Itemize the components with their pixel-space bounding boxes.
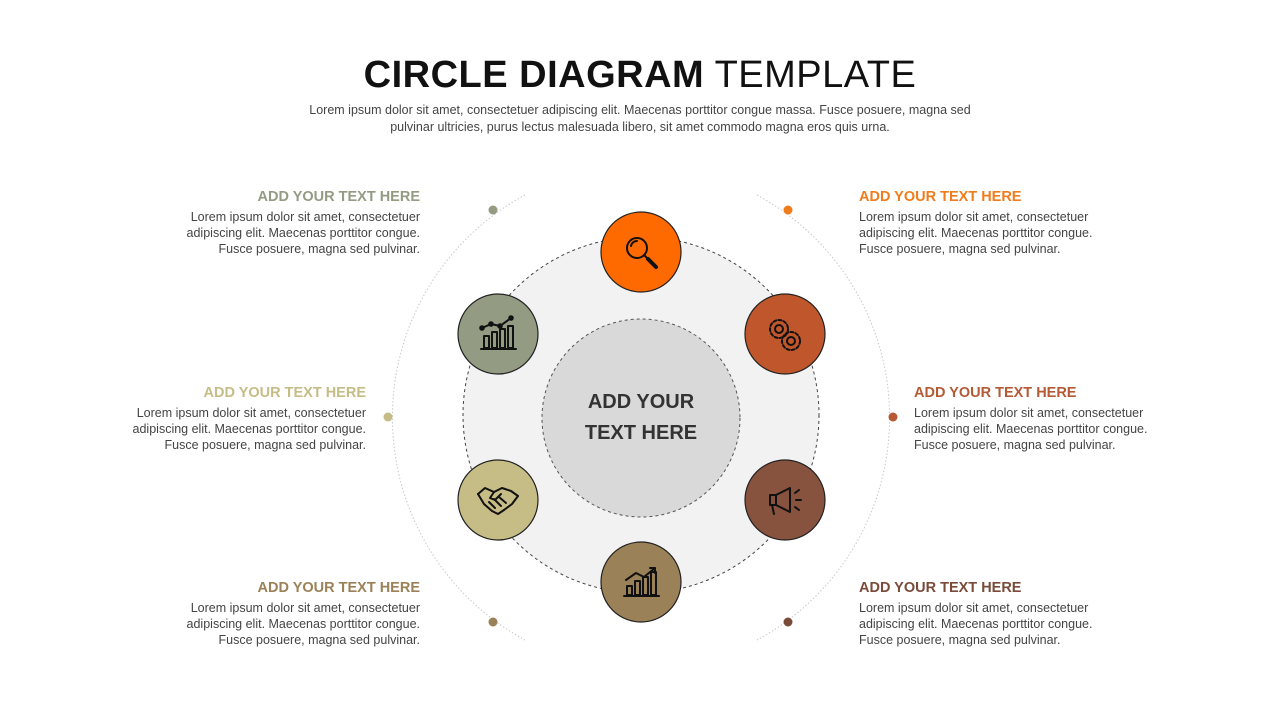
block-body-4: Lorem ipsum dolor sit amet, consectetuer… [914,405,1214,453]
center-label: ADD YOUR TEXT HERE [541,318,741,518]
block-body-3: Lorem ipsum dolor sit amet, consectetuer… [859,209,1159,257]
block-heading-4: ADD YOUR TEXT HERE [914,385,1077,401]
text-block-1: ADD YOUR TEXT HERE Lorem ipsum dolor sit… [66,385,366,453]
dot-2 [488,617,498,627]
block-line: Fusce posuere, magna sed pulvinar. [218,633,420,647]
analytics-chart-icon [479,315,517,350]
dot-1 [383,412,393,422]
block-line: Fusce posuere, magna sed pulvinar. [914,438,1116,452]
growth-chart-icon [623,567,660,597]
page-subtitle: Lorem ipsum dolor sit amet, consectetuer… [309,103,971,134]
block-line: adipiscing elit. Maecenas porttitor cong… [914,422,1148,436]
dot-0 [488,205,498,215]
block-line: Lorem ipsum dolor sit amet, consectetuer [136,406,366,420]
block-line: Fusce posuere, magna sed pulvinar. [164,438,366,452]
magnifier-icon [626,237,658,269]
block-heading-2: ADD YOUR TEXT HERE [257,580,420,596]
block-heading-0: ADD YOUR TEXT HERE [257,189,420,205]
block-body-1: Lorem ipsum dolor sit amet, consectetuer… [66,405,366,453]
megaphone-icon [769,487,802,515]
block-line: Lorem ipsum dolor sit amet, consectetuer [914,406,1144,420]
page-title: CIRCLE DIAGRAM TEMPLATE [0,54,1280,97]
block-line: Fusce posuere, magna sed pulvinar. [859,633,1061,647]
node-circle-2 [744,459,826,541]
connector-dots [383,205,898,627]
block-body-2: Lorem ipsum dolor sit amet, consectetuer… [120,600,420,648]
block-line: Lorem ipsum dolor sit amet, consectetuer [190,210,420,224]
title-light: TEMPLATE [714,54,917,96]
block-body-5: Lorem ipsum dolor sit amet, consectetuer… [859,600,1159,648]
block-line: adipiscing elit. Maecenas porttitor cong… [859,617,1093,631]
block-line: adipiscing elit. Maecenas porttitor cong… [859,226,1093,240]
dot-5 [783,617,793,627]
block-body-0: Lorem ipsum dolor sit amet, consectetuer… [120,209,420,257]
text-block-3: ADD YOUR TEXT HERE Lorem ipsum dolor sit… [859,189,1159,257]
block-line: Lorem ipsum dolor sit amet, consectetuer [859,601,1089,615]
block-line: Lorem ipsum dolor sit amet, consectetuer [190,601,420,615]
block-line: adipiscing elit. Maecenas porttitor cong… [186,226,420,240]
node-circle-0 [600,211,682,293]
block-line: adipiscing elit. Maecenas porttitor cong… [186,617,420,631]
title-bold: CIRCLE DIAGRAM [363,54,705,96]
dot-3 [783,205,793,215]
block-line: Fusce posuere, magna sed pulvinar. [859,242,1061,256]
node-circle-4 [457,459,539,541]
block-line: Fusce posuere, magna sed pulvinar. [218,242,420,256]
text-block-0: ADD YOUR TEXT HERE Lorem ipsum dolor sit… [120,189,420,257]
gears-icon [769,319,801,351]
text-block-4: ADD YOUR TEXT HERE Lorem ipsum dolor sit… [914,385,1214,453]
block-line: adipiscing elit. Maecenas porttitor cong… [132,422,366,436]
center-label-text: ADD YOUR TEXT HERE [584,391,698,444]
block-heading-5: ADD YOUR TEXT HERE [859,580,1022,596]
dot-4 [888,412,898,422]
text-block-2: ADD YOUR TEXT HERE Lorem ipsum dolor sit… [120,580,420,648]
handshake-icon [477,487,519,515]
text-block-5: ADD YOUR TEXT HERE Lorem ipsum dolor sit… [859,580,1159,648]
center-circle [541,318,741,518]
block-heading-3: ADD YOUR TEXT HERE [859,189,1022,205]
block-line: Lorem ipsum dolor sit amet, consectetuer [859,210,1089,224]
block-heading-1: ADD YOUR TEXT HERE [203,385,366,401]
